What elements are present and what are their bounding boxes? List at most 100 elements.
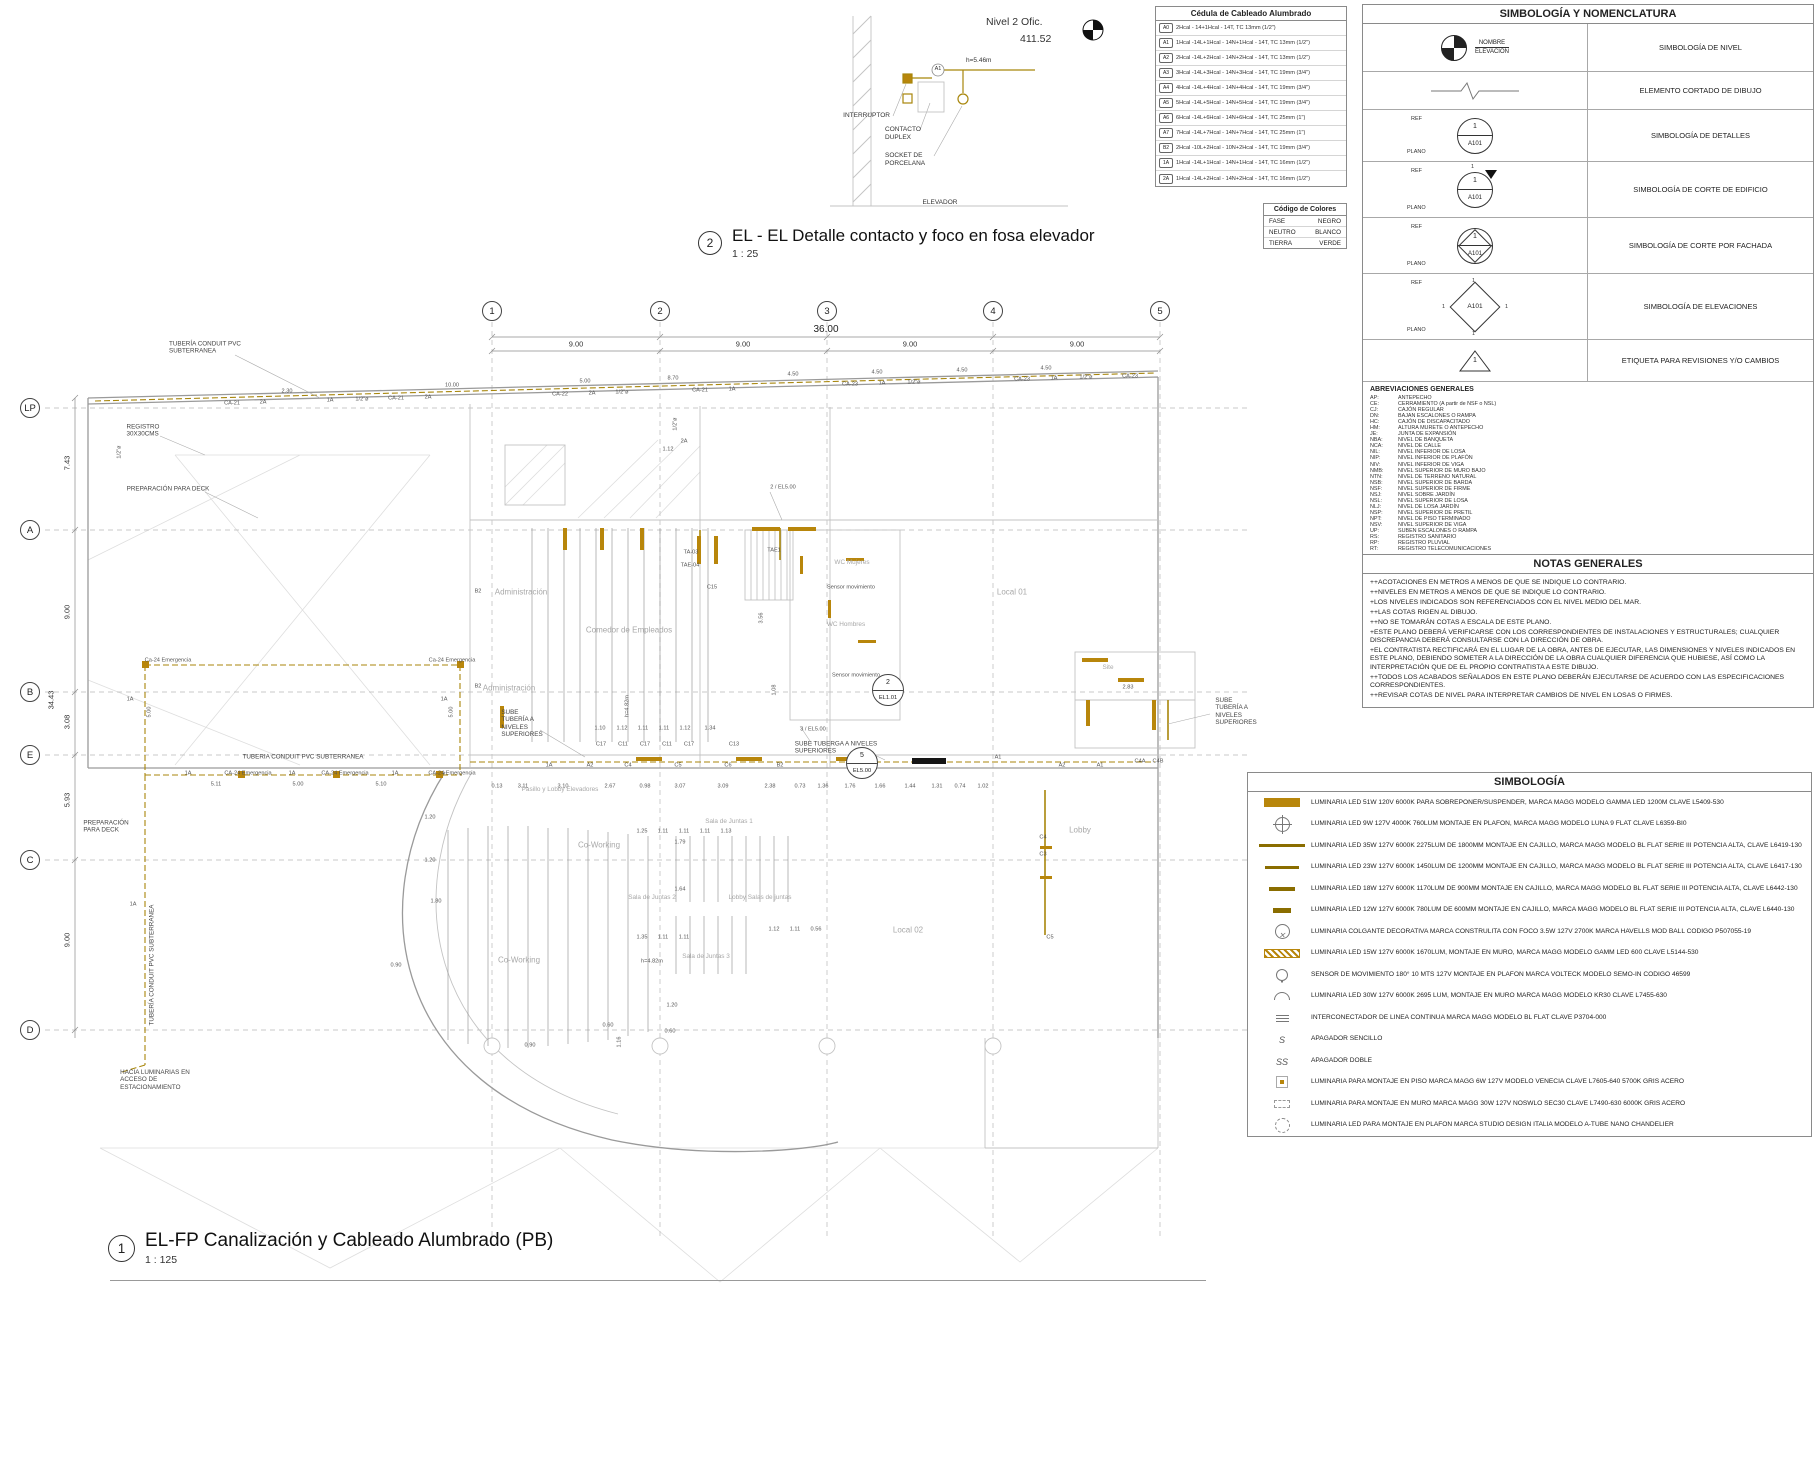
break-line-icon xyxy=(1431,81,1519,100)
abbreviation-key: RT: xyxy=(1370,546,1378,553)
legend-row: APAGADOR DOBLE xyxy=(1248,1050,1811,1072)
abbreviation-key: HC: xyxy=(1370,419,1380,426)
legend-row: LUMINARIA LED 12W 127V 6000K 780LUM DE 6… xyxy=(1248,900,1811,922)
abbreviation-key: HM: xyxy=(1370,425,1380,432)
abbreviation-row: HM: ALTURA MURETE O ANTEPECHO xyxy=(1370,425,1806,431)
plano-label: PLANO xyxy=(1407,261,1426,267)
plan-number-bubble: 1 xyxy=(108,1234,135,1262)
abbreviation-key: NBA: xyxy=(1370,437,1383,444)
cable-schedule-row: 1A 1Hcal -14L+1Hcal - 14N+1Hcal - 14T, T… xyxy=(1156,156,1346,171)
nomen-row-corte-edificio: REF 1 1 A101 PLANO SIMBOLOGÍA DE CORTE D… xyxy=(1363,162,1813,218)
general-notes-panel: NOTAS GENERALES ++ACOTACIONES EN METROS … xyxy=(1362,554,1814,708)
section-arrow-icon xyxy=(1485,170,1497,179)
legend-row: SENSOR DE MOVIMIENTO 180° 10 MTS 127V MO… xyxy=(1248,964,1811,986)
cable-schedule-row: A3 3Hcal -14L+3Hcal - 14N+3Hcal - 14T, T… xyxy=(1156,66,1346,81)
abbreviation-row: NSB: NIVEL SUPERIOR DE BARDA xyxy=(1370,480,1806,486)
nomen-row-elevaciones: REF A101 1 1 1 1 PLANO SIMBOLOGÍA DE ELE… xyxy=(1363,274,1813,340)
cable-schedule-row: B2 2Hcal -10L+2Hcal - 10N+2Hcal - 14T, T… xyxy=(1156,141,1346,156)
abbreviation-key: CJ: xyxy=(1370,407,1379,414)
legend-symbol-icon xyxy=(1265,865,1299,869)
circuit-key: A3 xyxy=(1159,68,1173,78)
detail-title-block: 2 EL - EL Detalle contacto y foco en fos… xyxy=(698,226,1095,260)
abbreviation-value: NIVEL SOBRE JARDÍN xyxy=(1398,491,1455,498)
abbreviations-title: ABREVIACIONES GENERALES xyxy=(1370,386,1474,393)
color-code-title: Código de Colores xyxy=(1264,204,1346,216)
nomen-desc: SIMBOLOGÍA DE DETALLES xyxy=(1650,131,1751,140)
color-code-row: NEUTRO BLANCO xyxy=(1264,227,1346,238)
abbreviation-value: REGISTRO SANITARIO xyxy=(1398,534,1457,541)
abbreviation-key: NMB: xyxy=(1370,467,1384,474)
abbreviation-key: JE: xyxy=(1370,431,1378,438)
abbreviation-row: RS: REGISTRO SANITARIO xyxy=(1370,534,1806,540)
abbreviation-row: NCA: NIVEL DE CALLE xyxy=(1370,443,1806,449)
legend-description: LUMINARIA PARA MONTAJE EN PISO MARCA MAG… xyxy=(1311,1078,1685,1086)
abbreviation-row: NPT: NIVEL DE PISO TERMINADO xyxy=(1370,516,1806,522)
general-note: ++NO SE TOMARÁN COTAS A ESCALA DE ESTE P… xyxy=(1370,618,1552,626)
conductor-label: FASE xyxy=(1269,217,1286,225)
circuit-key: B2 xyxy=(1159,143,1173,153)
detail-label-interruptor: INTERRUPTOR xyxy=(843,112,890,119)
symbols-nomenclature-panel: SIMBOLOGÍA Y NOMENCLATURA NOMBRE ELEVACI… xyxy=(1362,4,1814,560)
facade-section-icon: 1 A101 xyxy=(1457,227,1493,264)
elevation-marker-icon: A101 1 1 1 1 xyxy=(1442,278,1508,337)
abbreviation-value: ANTEPECHO xyxy=(1398,395,1432,401)
abbreviation-key: NSV: xyxy=(1370,521,1383,528)
legend-symbol-icon xyxy=(1274,992,1290,1001)
nomen-desc: SIMBOLOGÍA DE NIVEL xyxy=(1659,43,1742,52)
cable-schedule-row: A2 2Hcal -14L+2Hcal - 14N+2Hcal - 14T, T… xyxy=(1156,51,1346,66)
detail-level-value: 411.52 xyxy=(1020,33,1052,45)
abbreviation-value: NIVEL SUPERIOR DE MURO BAJO xyxy=(1398,467,1486,474)
abbreviation-value: CAJÓN REGULAR xyxy=(1398,407,1444,414)
building-section-icon: 1 A101 xyxy=(1457,171,1493,208)
legend-symbol-icon xyxy=(1269,886,1295,891)
abbreviation-value: NIVEL SUPERIOR DE LOSA xyxy=(1398,497,1468,504)
abbreviation-row: UP: SUBEN ESCALONES O RAMPA xyxy=(1370,528,1806,534)
legend-row: LUMINARIA LED 15W 127V 6000K 1670LUM, MO… xyxy=(1248,943,1811,965)
nomen-row-nivel: NOMBRE ELEVACIÓN SIMBOLOGÍA DE NIVEL xyxy=(1363,24,1813,72)
circuit-key: A7 xyxy=(1159,128,1173,138)
circuit-description: 2Hcal -14L+2Hcal - 14N+2Hcal - 14T, TC 1… xyxy=(1176,55,1311,61)
legend-symbol-icon xyxy=(1276,1076,1288,1089)
level-name-label: NOMBRE xyxy=(1478,39,1506,46)
legend-row: LUMINARIA LED 51W 120V 6000K PARA SOBREP… xyxy=(1248,792,1811,814)
legend-symbol-icon xyxy=(1274,1117,1290,1133)
nomen-desc: ELEMENTO CORTADO DE DIBUJO xyxy=(1639,86,1762,95)
abbreviation-value: ALTURA MURETE O ANTEPECHO xyxy=(1398,425,1484,432)
abbreviation-row: RP: REGISTRO PLUVIAL xyxy=(1370,540,1806,546)
abbreviation-row: NSF: NIVEL SUPERIOR DE FIRME xyxy=(1370,486,1806,492)
abbreviation-row: NIV: NIVEL INFERIOR DE VIGA xyxy=(1370,462,1806,468)
nomen-desc: SIMBOLOGÍA DE CORTE DE EDIFICIO xyxy=(1633,185,1768,194)
circuit-key: A0 xyxy=(1159,23,1173,33)
plano-label: PLANO xyxy=(1407,327,1426,333)
abbreviation-row: AP: ANTEPECHO xyxy=(1370,395,1806,401)
abbreviation-key: NCA: xyxy=(1370,443,1383,450)
luminaire-legend-panel: SIMBOLOGÍA LUMINARIA LED 51W 120V 6000K … xyxy=(1247,772,1812,1137)
color-label: BLANCO xyxy=(1315,228,1341,236)
detail-label-socket: SOCKET DE PORCELANA xyxy=(885,152,926,167)
abbreviation-row: NSV: NIVEL SUPERIOR DE VIGA xyxy=(1370,522,1806,528)
cable-schedule-row: A5 5Hcal -14L+5Hcal - 14N+5Hcal - 14T, T… xyxy=(1156,96,1346,111)
abbreviation-key: NSB: xyxy=(1370,479,1383,486)
abbreviation-key: NPT: xyxy=(1370,515,1382,522)
cable-schedule-row: A6 6Hcal -14L+6Hcal - 14N+6Hcal - 14T, T… xyxy=(1156,111,1346,126)
abbreviation-value: NIVEL DE PISO TERMINADO xyxy=(1398,515,1471,522)
nomen-row-revisiones: 1 ETIQUETA PARA REVISIONES Y/O CAMBIOS xyxy=(1363,340,1813,382)
abbreviation-row: NSP: NIVEL SUPERIOR DE PRETIL xyxy=(1370,510,1806,516)
circuit-key: 1A xyxy=(1159,158,1173,168)
abbreviation-value: JUNTA DE EXPANSIÓN xyxy=(1398,431,1457,438)
color-code-row: TIERRA VERDE xyxy=(1264,238,1346,248)
legend-row: LUMINARIA LED 23W 127V 6000K 1450LUM DE … xyxy=(1248,857,1811,879)
abbreviation-value: NIVEL DE TERRENO NATURAL xyxy=(1398,473,1477,480)
abbreviation-key: NSL: xyxy=(1370,497,1382,504)
abbreviation-key: NSF: xyxy=(1370,485,1383,492)
cable-schedule-row: 2A 1Hcal -14L+2Hcal - 14N+2Hcal - 14T, T… xyxy=(1156,171,1346,186)
circuit-description: 2Hcal -10L+2Hcal - 10N+2Hcal - 14T, TC 1… xyxy=(1176,145,1311,151)
general-note: ++ACOTACIONES EN METROS A MENOS DE QUE S… xyxy=(1370,579,1627,586)
legend-row: APAGADOR SENCILLO xyxy=(1248,1029,1811,1051)
legend-symbol-icon xyxy=(1273,907,1291,913)
legend-description: LUMINARIA LED 23W 127V 6000K 1450LUM DE … xyxy=(1311,863,1802,871)
general-note: ++REVISAR COTAS DE NIVEL PARA INTERPRETA… xyxy=(1370,692,1673,700)
abbreviation-key: NSJ: xyxy=(1370,491,1382,498)
legend-description: APAGADOR DOBLE xyxy=(1311,1056,1373,1064)
